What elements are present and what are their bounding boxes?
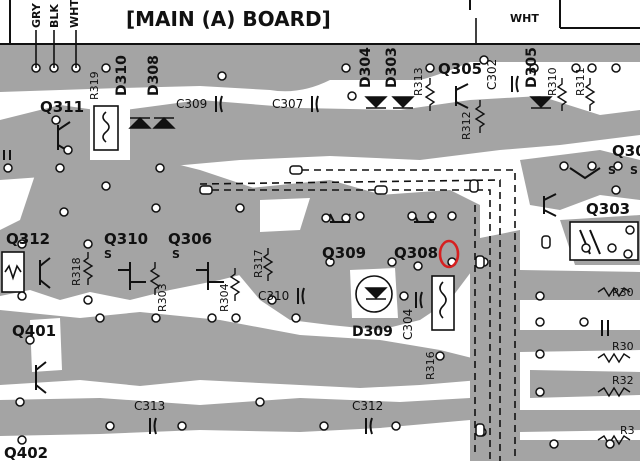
pin-label-s3: S: [608, 164, 616, 177]
label-d304: D304: [358, 47, 374, 88]
highlight-circle: [438, 239, 460, 269]
wire-label-gry: GRY: [30, 2, 43, 28]
label-r303: R303: [156, 283, 169, 312]
label-r318: R318: [70, 257, 83, 286]
diode-symbols: [128, 96, 553, 300]
label-q311: Q311: [40, 98, 84, 116]
label-c302: C302: [485, 59, 499, 90]
pin-label-s4: S: [630, 164, 638, 177]
wire-label-wht-right: WHT: [510, 12, 539, 25]
label-c304: C304: [401, 309, 415, 340]
label-r310: R310: [546, 67, 559, 96]
label-c310: C310: [258, 289, 289, 303]
capacitor-symbols: [3, 75, 609, 435]
label-d309: D309: [352, 324, 393, 340]
pin-labels: S S S S: [104, 164, 638, 261]
label-c309: C309: [176, 97, 207, 111]
label-r3: R3: [620, 424, 635, 437]
wire-labels: GRY BLK WHT WHT: [30, 0, 539, 28]
label-q310: Q310: [104, 230, 148, 248]
label-d308: D308: [146, 55, 162, 96]
label-q312: Q312: [6, 230, 50, 248]
label-r311: R311: [574, 67, 587, 96]
label-r317: R317: [252, 249, 265, 278]
pin-label-s2: S: [172, 248, 180, 261]
label-q303: Q303: [586, 200, 630, 218]
solder-pads: [3, 55, 635, 449]
label-q30x: Q30: [612, 142, 640, 160]
label-r319: R319: [88, 71, 101, 100]
label-c312: C312: [352, 399, 383, 413]
label-c313: C313: [134, 399, 165, 413]
label-r313: R313: [412, 67, 425, 96]
label-q306: Q306: [168, 230, 212, 248]
transistor-labels: Q311 Q305 Q312 Q310 Q306 Q309 Q308 Q303 …: [4, 60, 640, 461]
label-q308: Q308: [394, 244, 438, 262]
pin-label-s1: S: [104, 248, 112, 261]
label-q402: Q402: [4, 444, 48, 461]
wire-label-blk: BLK: [48, 4, 61, 28]
title-group: [MAIN (A) BOARD]: [126, 7, 331, 31]
label-r32: R32: [612, 374, 634, 387]
transistor-symbols: [35, 83, 601, 394]
label-q401: Q401: [12, 322, 56, 340]
diode-labels: D310 D308 D304 D303 D305 D309: [114, 47, 540, 340]
board-title: [MAIN (A) BOARD]: [126, 7, 331, 31]
label-d305: D305: [524, 47, 540, 88]
slot-holes: [199, 165, 551, 437]
label-d310: D310: [114, 55, 130, 96]
resistor-symbols: [82, 78, 631, 446]
label-c307: C307: [272, 97, 303, 111]
capacitor-labels: C309 C307 C302 C310 C304 C313 C312: [134, 59, 499, 413]
component-bodies: [1, 105, 639, 331]
label-r316: R316: [424, 351, 437, 380]
label-d303: D303: [384, 47, 400, 88]
label-r304: R304: [218, 283, 231, 312]
label-r30a: R30: [612, 286, 634, 299]
label-r30b: R30: [612, 340, 634, 353]
frame-lines: [0, 0, 640, 45]
label-r312: R312: [460, 111, 473, 140]
wire-label-wht: WHT: [68, 0, 81, 28]
lead-wires: [35, 18, 477, 68]
label-q309: Q309: [322, 244, 366, 262]
resistor-labels: R319 R313 R312 R310 R311 R318 R303 R304 …: [70, 67, 635, 437]
label-q305: Q305: [438, 60, 482, 78]
dashed-boundary: [199, 169, 516, 461]
